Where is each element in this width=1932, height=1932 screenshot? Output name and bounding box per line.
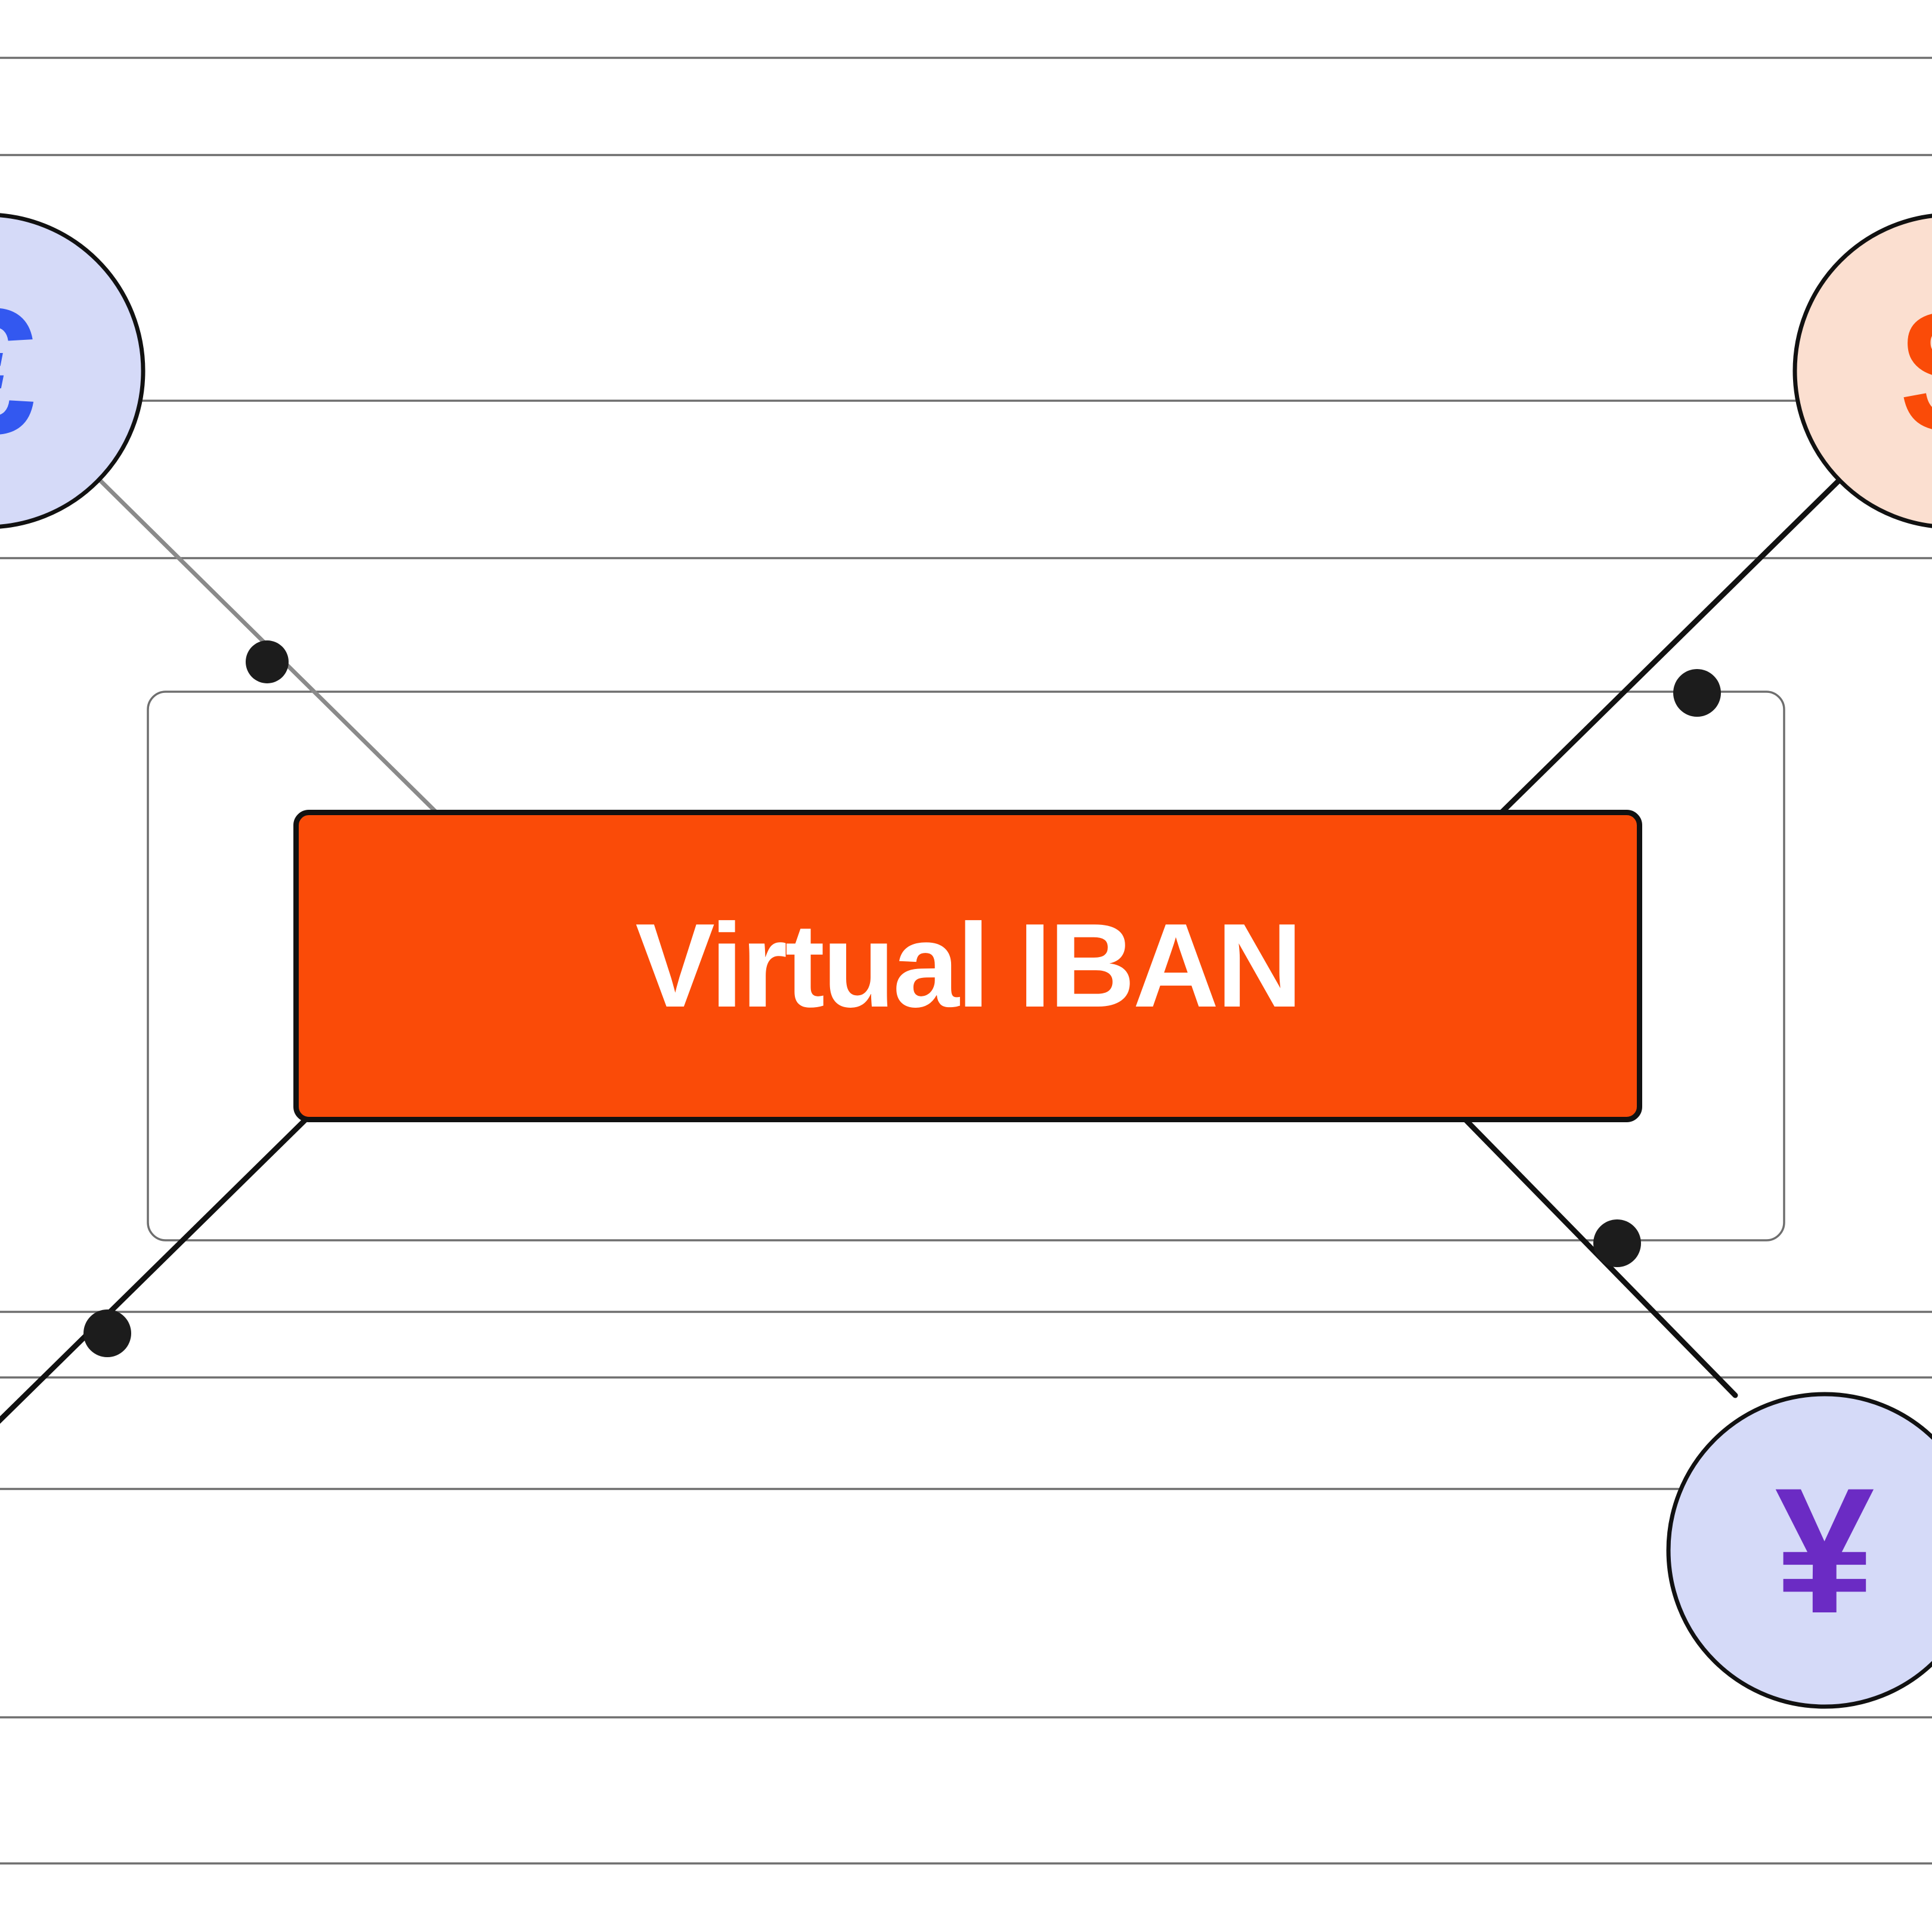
yen-icon: ¥ <box>1775 1450 1876 1651</box>
euro-icon: € <box>0 271 36 471</box>
connector-node-bottom-left[interactable] <box>83 1309 131 1357</box>
currency-circle-eur[interactable]: € <box>0 213 145 529</box>
virtual-iban-container <box>147 691 1785 1241</box>
virtual-iban-badge[interactable]: Virtual IBAN <box>293 810 1642 1122</box>
connector-bottom-left <box>0 1117 308 1424</box>
eur-circle-bg <box>0 213 145 529</box>
connector-node-eur[interactable] <box>246 640 289 683</box>
currency-icon: $ <box>1902 271 1932 471</box>
virtual-iban-badge-label: Virtual IBAN <box>635 899 1302 1032</box>
jpy-circle-bg <box>1666 1392 1932 1709</box>
connector-node-jpy[interactable] <box>1593 1219 1641 1267</box>
connector-nodes <box>83 640 1721 1357</box>
currency-circle-jpy[interactable]: ¥ <box>1666 1392 1932 1709</box>
currency-circle-peach[interactable]: $ <box>1792 213 1932 528</box>
background-panel <box>0 557 1932 1379</box>
connector-node-peach[interactable] <box>1673 669 1721 717</box>
connector-peach <box>1476 468 1852 838</box>
peach-circle-bg <box>1792 213 1932 528</box>
gridlines <box>0 57 1932 1865</box>
